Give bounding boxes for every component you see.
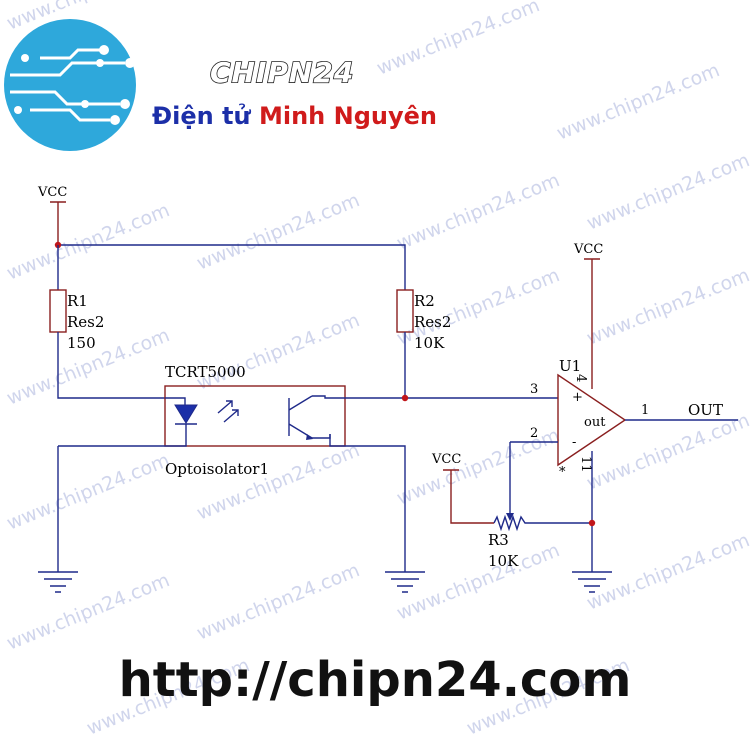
vcc-label-pot: VCC — [431, 452, 461, 467]
watermark-text: www.chipn24.com — [584, 149, 750, 234]
brand-subtitle-part1: Điện tử — [152, 102, 259, 130]
opto-body — [164, 385, 346, 447]
watermark-text: www.chipn24.com — [394, 169, 563, 254]
transistor-ground-wire — [329, 434, 406, 572]
watermark-text: www.chipn24.com — [374, 0, 543, 80]
top-rail-wire — [58, 244, 406, 290]
opto-ref-label: Optoisolator1 — [165, 460, 269, 478]
watermark-text: www.chipn24.com — [194, 309, 363, 394]
watermark-text: www.chipn24.com — [584, 409, 750, 494]
opto-part-label: TCRT5000 — [165, 363, 246, 381]
watermark-text: www.chipn24.com — [4, 449, 173, 534]
opamp-plus-sign: + — [572, 390, 583, 405]
opto-led-wire-top — [165, 397, 186, 405]
vcc-label-opamp: VCC — [573, 242, 603, 257]
brand-title: CHIPN24 — [210, 56, 354, 89]
watermark-text: www.chipn24.com — [584, 264, 750, 349]
pin4-label: 4 — [573, 374, 588, 382]
brand-subtitle-part2: Minh Nguyên — [259, 102, 437, 130]
ground-icon — [385, 571, 425, 593]
opamp-minus-sign: - — [572, 435, 576, 450]
pin2-label: 2 — [530, 426, 538, 441]
output-label: OUT — [688, 401, 723, 419]
vcc-symbol-pot — [443, 469, 494, 524]
opamp-triangle — [557, 373, 627, 467]
ground-icon — [572, 571, 612, 593]
watermark-text: www.chipn24.com — [554, 59, 723, 144]
r3-potentiometer — [493, 514, 592, 532]
r2-value: 10K — [414, 334, 445, 352]
r2-ref: R2 — [414, 292, 435, 310]
junction-dot — [401, 394, 409, 402]
brand-subtitle: Điện tử Minh Nguyên — [152, 102, 437, 130]
watermark-text: www.chipn24.com — [4, 199, 173, 284]
watermark-text: www.chipn24.com — [194, 559, 363, 644]
r1-ref: R1 — [67, 292, 88, 310]
pin1-label: 1 — [641, 403, 649, 418]
vcc-symbol-left — [50, 201, 66, 245]
vcc-symbol-opamp — [584, 258, 600, 389]
watermark-text: www.chipn24.com — [194, 189, 363, 274]
watermark-text: www.chipn24.com — [194, 439, 363, 524]
ground-icon — [38, 571, 78, 593]
r3-ref: R3 — [488, 531, 509, 549]
r1-value: 150 — [67, 334, 96, 352]
website-url: http://chipn24.com — [119, 652, 632, 708]
r2-type: Res2 — [414, 313, 451, 331]
pin3-label: 3 — [530, 382, 538, 397]
watermark-text: www.chipn24.com — [394, 539, 563, 624]
opto-ground-wire — [57, 433, 187, 572]
pin11-label: 11 — [578, 456, 593, 473]
led-diode-icon — [174, 404, 198, 424]
vcc-label-left: VCC — [37, 185, 67, 200]
opamp-out-label: out — [584, 415, 606, 430]
opamp-asterisk: * — [559, 465, 566, 480]
junction-dot — [588, 519, 596, 527]
light-emission-icon — [217, 400, 239, 423]
phototransistor-icon — [288, 395, 313, 439]
emitter-arrow-icon — [306, 434, 313, 440]
r1-wire-bottom — [57, 332, 165, 399]
logo-circle — [4, 19, 136, 151]
r1-type: Res2 — [67, 313, 104, 331]
opamp-ref: U1 — [559, 357, 581, 375]
wiper-arrow-icon — [506, 513, 514, 521]
phototransistor-leads — [312, 395, 405, 439]
r3-value: 10K — [488, 552, 519, 570]
circuit-node-icon — [14, 45, 135, 125]
logo-mark — [4, 19, 136, 151]
watermark-text: www.chipn24.com — [4, 569, 173, 654]
r1-resistor — [49, 289, 67, 333]
